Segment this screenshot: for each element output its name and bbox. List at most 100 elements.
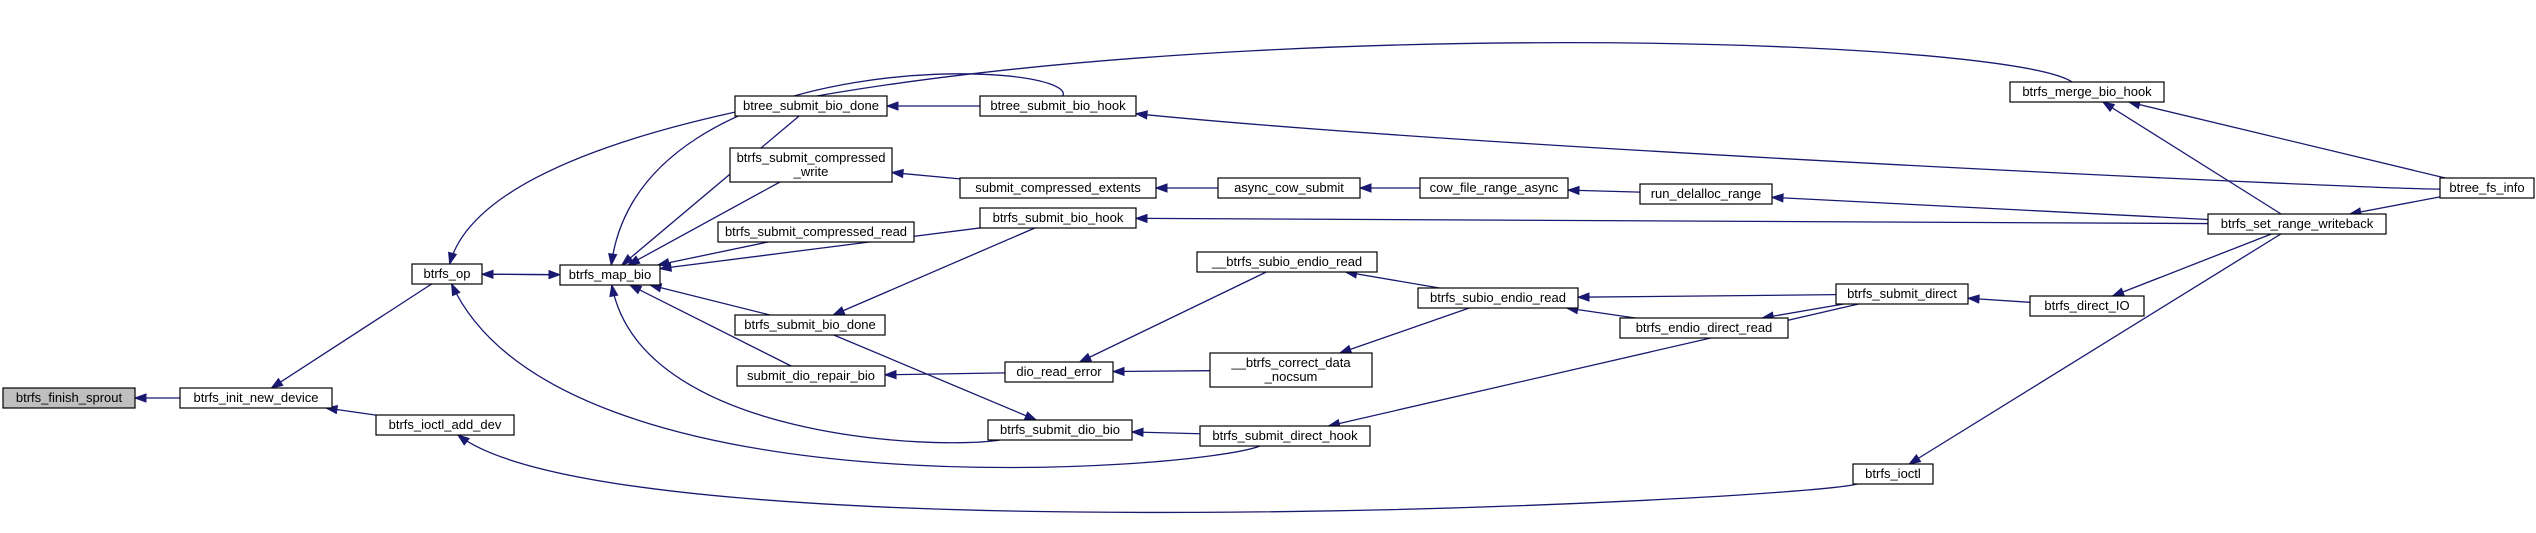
arrowhead-icon bbox=[609, 283, 619, 298]
node-label: cow_file_range_async bbox=[1430, 180, 1559, 195]
node-dio-read-error[interactable]: dio_read_error bbox=[1004, 361, 1114, 383]
arrowhead-icon bbox=[270, 377, 284, 389]
node-btrfs-endio-direct-read[interactable]: btrfs_endio_direct_read bbox=[1619, 317, 1789, 339]
edge-btree-submit-bio-done-to-btrfs-map-bio bbox=[621, 115, 800, 266]
node-box bbox=[1419, 177, 1569, 199]
edge-btrfs-submit-dio-bio-to-btrfs-map-bio bbox=[611, 284, 1001, 444]
node-submit-dio-repair-bio[interactable]: submit_dio_repair_bio bbox=[736, 365, 886, 387]
node-box bbox=[734, 314, 886, 336]
node-label: submit_compressed_extents bbox=[975, 180, 1141, 195]
node-btree-submit-bio-done[interactable]: btree_submit_bio_done bbox=[734, 95, 888, 117]
node-btrfs-ioctl[interactable]: btrfs_ioctl bbox=[1852, 463, 1934, 485]
node-box bbox=[179, 387, 333, 409]
node-btrfs-correct-data-nocsum[interactable]: __btrfs_correct_data_nocsum bbox=[1209, 352, 1373, 388]
node-label: btrfs_finish_sprout bbox=[16, 390, 123, 405]
node-box bbox=[1199, 425, 1371, 447]
node-label: _nocsum bbox=[1264, 369, 1318, 384]
nodes-layer: btrfs_finish_sprout btrfs_init_new_device… bbox=[2, 81, 2535, 485]
node-label: btree_fs_info bbox=[2449, 180, 2524, 195]
node-label: btrfs_op bbox=[424, 266, 471, 281]
edge-btrfs-correct-data-nocsum-to-dio-read-error bbox=[1112, 370, 1211, 373]
edge-run-delalloc-range-to-cow-file-range-async bbox=[1567, 189, 1641, 193]
node-btrfs-subio-endio-read[interactable]: __btrfs_subio_endio_read bbox=[1196, 251, 1378, 273]
node-box bbox=[559, 264, 661, 286]
arrowhead-icon bbox=[885, 101, 899, 111]
node-btrfs-map-bio[interactable]: btrfs_map_bio bbox=[559, 264, 661, 286]
node-box bbox=[1217, 177, 1361, 199]
node-btrfs-submit-direct[interactable]: btrfs_submit_direct bbox=[1835, 283, 1969, 305]
node-btrfs-op[interactable]: btrfs_op bbox=[411, 263, 483, 285]
node-box bbox=[979, 95, 1137, 117]
node-cow-file-range-async[interactable]: cow_file_range_async bbox=[1419, 177, 1569, 199]
edge-btrfs-set-range-writeback-to-btrfs-ioctl bbox=[1908, 233, 2282, 465]
edge-btrfs-ioctl-to-btrfs-ioctl-add-dev bbox=[457, 434, 1858, 514]
node-box bbox=[2, 387, 136, 409]
edge-btrfs-subio-endio-read-to-dio-read-error bbox=[1079, 271, 1267, 363]
edge-btree-fs-info-to-btrfs-merge-bio-hook bbox=[2128, 101, 2446, 179]
edge-btrfs-op-to-btrfs-init-new-device bbox=[271, 283, 432, 389]
node-btree-fs-info[interactable]: btree_fs_info bbox=[2439, 177, 2535, 199]
node-submit-compressed-extents[interactable]: submit_compressed_extents bbox=[959, 177, 1157, 199]
arrowhead-icon bbox=[1134, 110, 1148, 120]
arrowhead-icon bbox=[2111, 287, 2126, 297]
edge-btrfs-submit-bio-done-to-btrfs-map-bio bbox=[649, 284, 771, 316]
arrowhead-icon bbox=[456, 434, 470, 446]
node-label: submit_dio_repair_bio bbox=[747, 368, 875, 383]
node-box bbox=[1196, 251, 1378, 273]
node-btrfs-submit-bio-hook[interactable]: btrfs_submit_bio_hook bbox=[979, 207, 1137, 229]
node-btrfs-submit-dio-bio[interactable]: btrfs_submit_dio_bio bbox=[987, 419, 1133, 441]
node-label: btrfs_submit_bio_hook bbox=[993, 210, 1124, 225]
edge-btrfs-subio-endio-read-to-btrfs-subio-endio-read bbox=[1345, 271, 1440, 289]
node-label: run_delalloc_range bbox=[1651, 186, 1762, 201]
arrowhead-icon bbox=[1023, 411, 1038, 421]
edge-btrfs-set-range-writeback-to-btrfs-merge-bio-hook bbox=[2102, 101, 2282, 215]
node-btrfs-ioctl-add-dev[interactable]: btrfs_ioctl_add_dev bbox=[375, 414, 515, 436]
arrowhead-icon bbox=[628, 284, 643, 295]
node-box bbox=[1639, 183, 1773, 205]
node-async-cow-submit[interactable]: async_cow_submit bbox=[1217, 177, 1361, 199]
node-btrfs-finish-sprout[interactable]: btrfs_finish_sprout bbox=[2, 387, 136, 409]
node-box bbox=[987, 419, 1133, 441]
edge-btrfs-set-range-writeback-to-btrfs-direct-io bbox=[2112, 233, 2272, 297]
node-btree-submit-bio-hook[interactable]: btree_submit_bio_hook bbox=[979, 95, 1137, 117]
edge-btrfs-submit-bio-done-to-btrfs-submit-dio-bio bbox=[833, 334, 1037, 421]
edge-dio-read-error-to-submit-dio-repair-bio bbox=[884, 372, 1006, 376]
node-btrfs-direct-io[interactable]: btrfs_direct_IO bbox=[2029, 295, 2145, 317]
arrowhead-icon bbox=[1154, 183, 1168, 193]
node-btrfs-submit-compressed-write[interactable]: btrfs_submit_compressed_write bbox=[729, 147, 893, 183]
arrowhead-icon bbox=[883, 369, 897, 380]
edge-btree-fs-info-to-btrfs-set-range-writeback bbox=[2349, 196, 2441, 215]
node-label: btrfs_submit_bio_done bbox=[744, 317, 876, 332]
node-box bbox=[375, 414, 515, 436]
node-label: btrfs_submit_compressed_read bbox=[725, 224, 907, 239]
node-label: btrfs_submit_direct_hook bbox=[1212, 428, 1358, 443]
edge-btrfs-endio-direct-read-to-btrfs-subio-endio-read bbox=[1566, 307, 1636, 319]
node-label: btrfs_subio_endio_read bbox=[1430, 290, 1566, 305]
node-box bbox=[2439, 177, 2535, 199]
arrowhead-icon bbox=[1078, 352, 1093, 363]
node-btrfs-submit-direct-hook[interactable]: btrfs_submit_direct_hook bbox=[1199, 425, 1371, 447]
node-box bbox=[2029, 295, 2145, 317]
node-label: btree_submit_bio_done bbox=[743, 98, 879, 113]
arrowhead-icon bbox=[450, 282, 461, 297]
edge-btrfs-submit-bio-hook-to-btrfs-map-bio bbox=[659, 227, 981, 270]
node-run-delalloc-range[interactable]: run_delalloc_range bbox=[1639, 183, 1773, 205]
node-btrfs-submit-bio-done[interactable]: btrfs_submit_bio_done bbox=[734, 314, 886, 336]
edge-btrfs-submit-compressed-read-to-btrfs-map-bio bbox=[657, 241, 769, 266]
node-label: btrfs_submit_direct bbox=[1847, 286, 1957, 301]
edge-btrfs-merge-bio-hook-to-btrfs-op bbox=[449, 42, 2073, 265]
node-label: btrfs_submit_dio_bio bbox=[1000, 422, 1120, 437]
edge-btrfs-submit-compressed-write-to-btrfs-map-bio bbox=[627, 181, 781, 266]
arrowhead-icon bbox=[1130, 427, 1144, 437]
node-btrfs-subio-endio-read[interactable]: btrfs_subio_endio_read bbox=[1417, 287, 1579, 309]
arrowhead-icon bbox=[548, 269, 562, 280]
node-btrfs-set-range-writeback[interactable]: btrfs_set_range_writeback bbox=[2207, 213, 2387, 235]
node-btrfs-submit-compressed-read[interactable]: btrfs_submit_compressed_read bbox=[717, 221, 915, 243]
node-btrfs-merge-bio-hook[interactable]: btrfs_merge_bio_hook bbox=[2009, 81, 2165, 103]
arrowhead-icon bbox=[658, 262, 673, 272]
node-btrfs-init-new-device[interactable]: btrfs_init_new_device bbox=[179, 387, 333, 409]
node-label: btrfs_merge_bio_hook bbox=[2022, 84, 2152, 99]
arrowhead-icon bbox=[1576, 292, 1590, 302]
arrowhead-icon bbox=[608, 252, 618, 267]
